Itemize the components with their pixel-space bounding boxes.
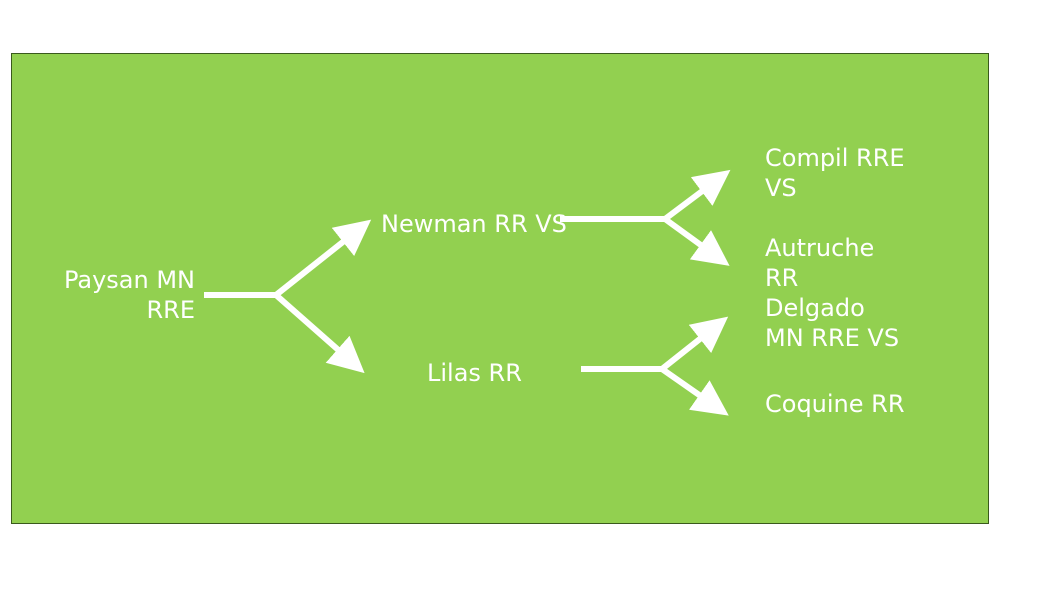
root-to-newman-arrow (274, 219, 372, 298)
branch-top-node-label: Newman RR VS (381, 209, 567, 239)
branch-bottom-node-label: Lilas RR (427, 358, 522, 388)
coquine-label-line-1: Coquine RR (765, 390, 905, 418)
leaf-coquine-node-label: Coquine RR (765, 389, 905, 419)
newman-label-line-1: Newman RR VS (381, 210, 567, 238)
autruche-label-line-2: RR (765, 264, 799, 292)
autruche-label-line-1: Autruche (765, 234, 875, 262)
compil-label-line-1: Compil RRE (765, 144, 905, 172)
lilas-label-line-1: Lilas RR (427, 359, 522, 387)
root-to-lilas-arrow (274, 292, 365, 374)
newman-to-compil-arrow (663, 169, 731, 222)
autruche-label-line-4: MN RRE VS (765, 324, 900, 352)
lilas-to-coquine-arrow (660, 366, 729, 416)
diagram-panel (11, 53, 989, 524)
autruche-label-line-3: Delgado (765, 294, 865, 322)
leaf-compil-node-label: Compil RRE VS (765, 143, 905, 203)
leaf-autruche-node-label: Autruche RR Delgado MN RRE VS (765, 233, 899, 353)
root-label-line-1: Paysan MN (63, 266, 195, 294)
newman-to-autruche-arrow (663, 216, 730, 266)
compil-label-line-2: VS (765, 174, 797, 202)
lilas-to-autruche-arrow (660, 316, 729, 372)
root-node-label: Paysan MN RRE (40, 265, 195, 325)
root-label-line-2: RRE (146, 296, 195, 324)
